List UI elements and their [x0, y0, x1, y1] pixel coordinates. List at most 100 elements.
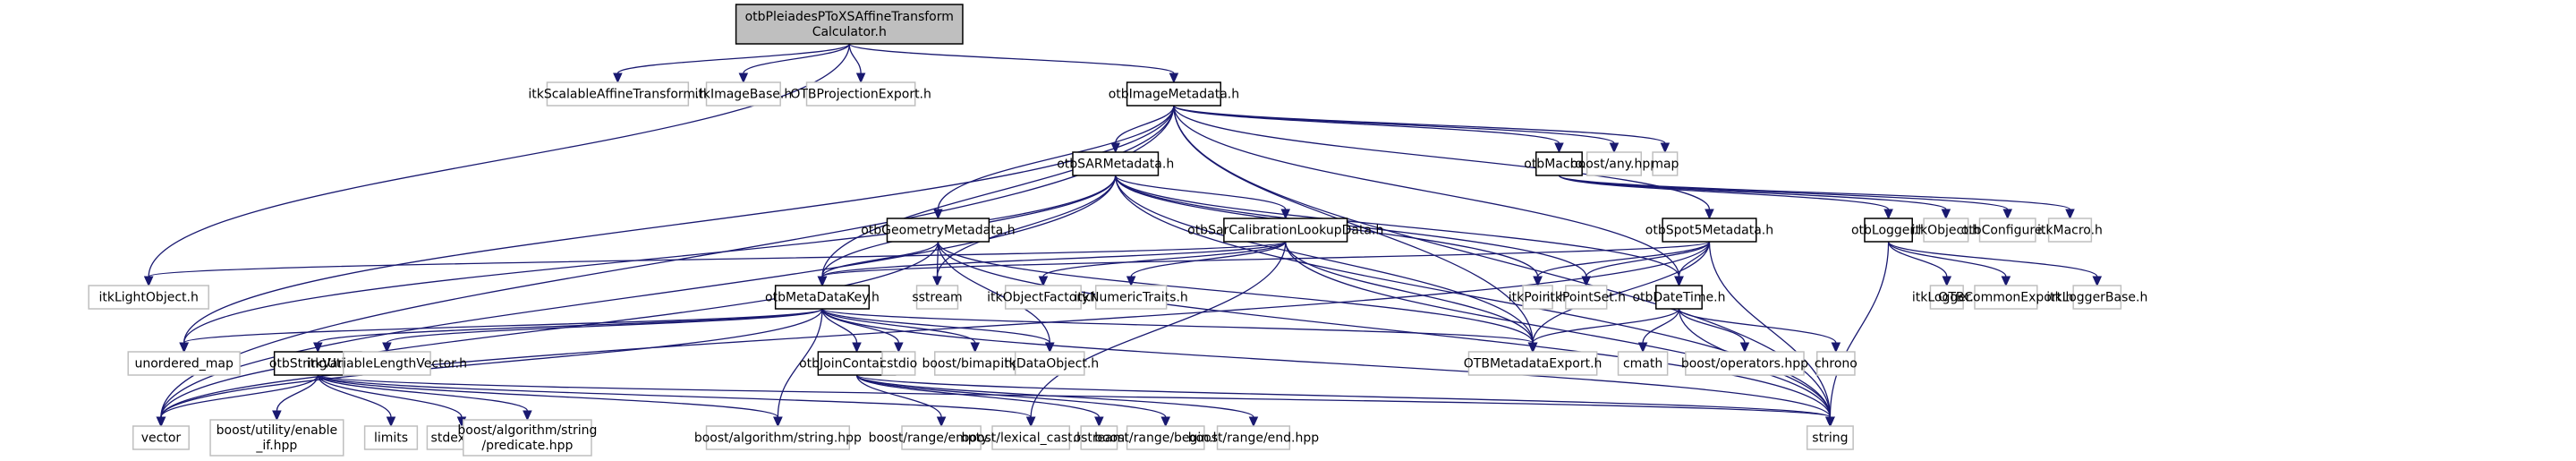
node-otb-sarmetadata[interactable]: otbSARMetadata.h — [1057, 151, 1174, 176]
node-otb-logger[interactable]: otbLogger.h — [1851, 218, 1926, 243]
edge-line — [317, 374, 779, 418]
node-box — [1586, 151, 1643, 176]
edge-otb-logger-to-itk-logger — [1887, 241, 1952, 287]
edge-otb-image-metadata-to-otb-spot5-metadata — [1173, 105, 1714, 220]
edge-line — [317, 308, 823, 344]
node-itk-object: itkObject.h — [1912, 218, 1980, 243]
node-cstdio: cstdio — [880, 351, 917, 376]
arrowhead-icon — [933, 209, 943, 220]
edge-line — [821, 308, 858, 344]
node-root[interactable]: otbPleiadesPToXSAffineTransformCalculato… — [735, 4, 964, 45]
node-label: cmath — [1623, 357, 1662, 371]
node-box — [1126, 425, 1205, 450]
node-limits: limits — [363, 425, 419, 450]
arrowhead-icon — [894, 342, 904, 354]
edge-line — [821, 241, 1711, 277]
node-boost-range-begin: boost/range/begin.hpp — [1094, 425, 1237, 450]
node-label: boost/algorithm/string.hpp — [694, 431, 862, 446]
node-label: itkImageBase.h — [694, 88, 792, 102]
edge-line — [148, 241, 1287, 277]
node-box — [805, 81, 916, 107]
arrowhead-icon — [1169, 73, 1179, 84]
arrowhead-icon — [523, 410, 532, 422]
edge-otb-logger-to-itk-logger-base — [1887, 241, 2103, 287]
node-box — [1072, 151, 1160, 176]
edge-otb-image-metadata-to-map — [1173, 105, 1671, 154]
node-boost-range-end: boost/range/end.hpp — [1188, 425, 1319, 450]
edge-root-to-itk-scalable-affine-transform — [613, 43, 850, 84]
node-itk-variable-length-vector: itkVariableLengthVector.h — [307, 351, 467, 376]
arrowhead-icon — [143, 276, 154, 287]
node-map: map — [1651, 151, 1679, 176]
edge-otb-string-utils-to-vector — [156, 374, 319, 428]
edge-line — [743, 43, 850, 74]
node-otb-spot5-metadata[interactable]: otbSpot5Metadata.h — [1645, 218, 1773, 243]
node-label: boost/operators.hpp — [1681, 357, 1808, 371]
node-box — [1565, 285, 1608, 310]
arrowhead-icon — [1941, 209, 1951, 220]
arrowhead-icon — [738, 73, 749, 84]
edge-line — [1042, 241, 1287, 277]
edge-line — [1536, 241, 1711, 277]
edge-line — [821, 308, 1832, 418]
node-otb-image-metadata[interactable]: otbImageMetadata.h — [1109, 81, 1239, 107]
node-otb-configure: otbConfigure.h — [1961, 218, 2054, 243]
node-box — [2047, 218, 2093, 243]
edge-otb-meta-data-key-to-itk-variable-length-vector — [382, 308, 823, 354]
node-label: itkPointSet.h — [1546, 291, 1626, 305]
arrowhead-icon — [386, 416, 396, 428]
node-box — [1014, 351, 1085, 376]
edge-line — [317, 374, 529, 412]
edge-line — [1887, 241, 1948, 277]
node-box — [1004, 285, 1082, 310]
edge-line — [317, 374, 1832, 418]
node-label: otbImageMetadata.h — [1109, 88, 1239, 102]
node-label: itkScalableAffineTransform.h — [528, 88, 707, 102]
edge-otb-geometry-metadata-to-string — [937, 241, 1835, 428]
node-chrono: chrono — [1815, 351, 1858, 376]
node-sstream: sstream — [912, 285, 963, 310]
node-box — [2072, 285, 2122, 310]
edge-line — [1173, 105, 1534, 344]
node-otb-geometry-metadata[interactable]: otbGeometryMetadata.h — [861, 218, 1016, 243]
node-box — [1815, 351, 1856, 376]
arrowhead-icon — [932, 276, 942, 287]
node-boost-bimap: boost/bimap.hpp — [922, 351, 1028, 376]
node-box — [1126, 81, 1221, 107]
node-box — [1806, 425, 1854, 450]
node-otb-macro[interactable]: otbMacro.h — [1524, 151, 1594, 176]
node-box — [881, 351, 916, 376]
edge-line — [937, 241, 1534, 344]
node-box — [1974, 285, 2038, 310]
node-label: unordered_map — [134, 357, 233, 371]
node-itk-object-factory: itkObjectFactory.h — [987, 285, 1100, 310]
node-label: otbSpot5Metadata.h — [1645, 224, 1773, 238]
node-label: itkLoggerBase.h — [2046, 291, 2147, 305]
edge-line — [1642, 308, 1680, 344]
edge-line — [1173, 105, 1560, 144]
edge-root-to-otb-image-metadata — [848, 43, 1179, 84]
edge-otb-macro-to-itk-macro — [1558, 175, 2075, 220]
node-label: _if.hpp — [255, 439, 297, 453]
node-box — [1662, 218, 1757, 243]
arrowhead-icon — [1248, 416, 1259, 428]
node-label: itkVariableLengthVector.h — [307, 357, 467, 371]
node-label: itkDataObject.h — [1000, 357, 1099, 371]
node-otb-date-time[interactable]: otbDateTime.h — [1632, 285, 1725, 310]
node-box — [915, 285, 959, 310]
node-label: map — [1651, 158, 1679, 172]
edge-line — [937, 241, 1050, 344]
node-otb-sar-calibration-lookup-data[interactable]: otbSarCalibrationLookupData.h — [1187, 218, 1383, 243]
edge-otb-spot5-metadata-to-itk-point-set — [1581, 241, 1711, 287]
arrowhead-icon — [613, 73, 623, 84]
edge-line — [1115, 175, 1534, 344]
node-label: otbLogger.h — [1851, 224, 1926, 238]
node-label: OTBMetadataExport.h — [1464, 357, 1603, 371]
arrowhead-icon — [1038, 276, 1049, 287]
node-otb-meta-data-key[interactable]: otbMetaDataKey.h — [765, 285, 880, 310]
arrowhead-icon — [936, 416, 947, 428]
edge-line — [1285, 241, 1534, 344]
node-label: itkPoint.h — [1509, 291, 1568, 305]
edge-line — [937, 241, 1832, 418]
edge-otb-join-container-to-ostream — [855, 374, 1104, 428]
